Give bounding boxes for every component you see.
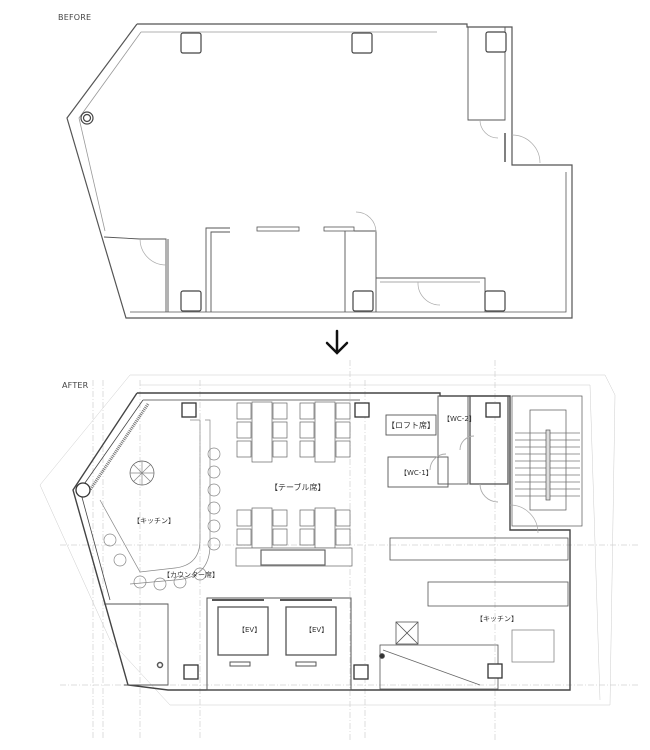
kitchen-right-label: 【キッチン】 bbox=[476, 615, 518, 623]
ev2-label: 【EV】 bbox=[305, 626, 329, 634]
wc2-label: 【WC-2】 bbox=[443, 415, 476, 423]
loft-seats-label: 【ロフト席】 bbox=[387, 421, 435, 430]
before-title: BEFORE bbox=[58, 13, 92, 22]
after-title: AFTER bbox=[62, 381, 89, 390]
wc1-label: 【WC-1】 bbox=[400, 469, 433, 477]
counter-seats-label: 【カウンター席】 bbox=[163, 571, 219, 579]
table-seats-label: 【テーブル席】 bbox=[270, 483, 326, 492]
kitchen-left-label: 【キッチン】 bbox=[133, 517, 175, 525]
ev1-label: 【EV】 bbox=[238, 626, 262, 634]
